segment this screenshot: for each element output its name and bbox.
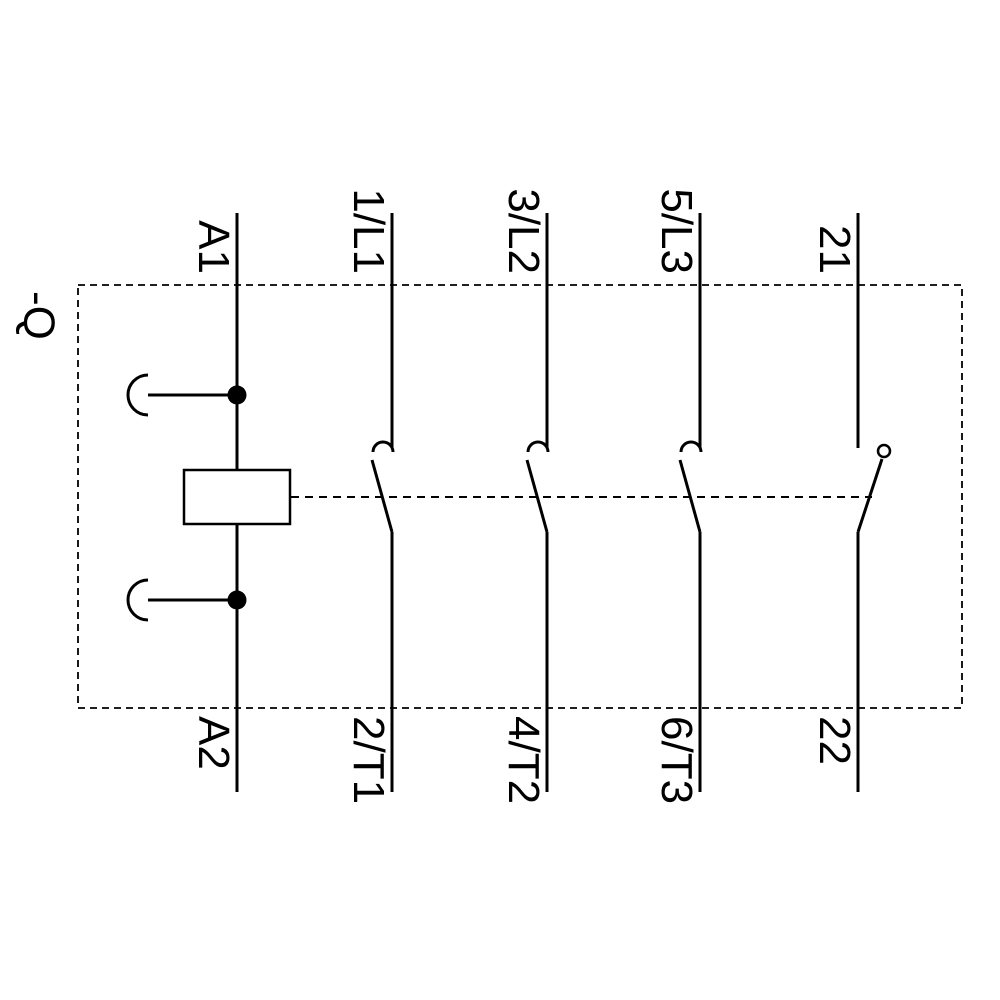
contact-blade (678, 459, 702, 533)
junction-dot (227, 590, 247, 610)
device-designation: -Q (14, 291, 63, 340)
terminal-label-4t2: 4/T2 (499, 716, 548, 804)
main-contact-pole-3: 5/L3 6/T3 (652, 188, 703, 804)
main-contact-pole-2: 3/L2 4/T2 (499, 188, 550, 804)
terminal-label-a2: A2 (189, 716, 238, 770)
device-boundary (77, 284, 963, 709)
fixed-contact-arc-icon (371, 440, 395, 453)
auxiliary-contact-nc: 21 22 (810, 213, 892, 792)
junction-dot (227, 385, 247, 405)
coil-connection-bottom (126, 578, 247, 622)
nc-contact-point-icon (876, 443, 892, 459)
terminal-label-a1: A1 (189, 220, 238, 274)
terminal-label-1l1: 1/L1 (344, 188, 393, 274)
coil-symbol (182, 468, 292, 526)
contact-blade (370, 459, 394, 533)
connector-arc-icon (126, 373, 149, 417)
terminal-label-2t1: 2/T1 (344, 716, 393, 804)
terminal-label-21: 21 (810, 225, 859, 274)
coil-connection-top (126, 373, 247, 417)
coil-pole: A1 A2 (126, 213, 292, 792)
contact-blade (525, 459, 549, 533)
fixed-contact-arc-icon (679, 440, 703, 453)
terminal-label-3l2: 3/L2 (499, 188, 548, 274)
terminal-label-6t3: 6/T3 (652, 716, 701, 804)
connector-arc-icon (126, 578, 149, 622)
terminal-label-22: 22 (810, 716, 859, 765)
fixed-contact-arc-icon (526, 440, 550, 453)
contact-blade (856, 458, 884, 533)
main-contact-pole-1: 1/L1 2/T1 (344, 188, 395, 804)
terminal-label-5l3: 5/L3 (652, 188, 701, 274)
